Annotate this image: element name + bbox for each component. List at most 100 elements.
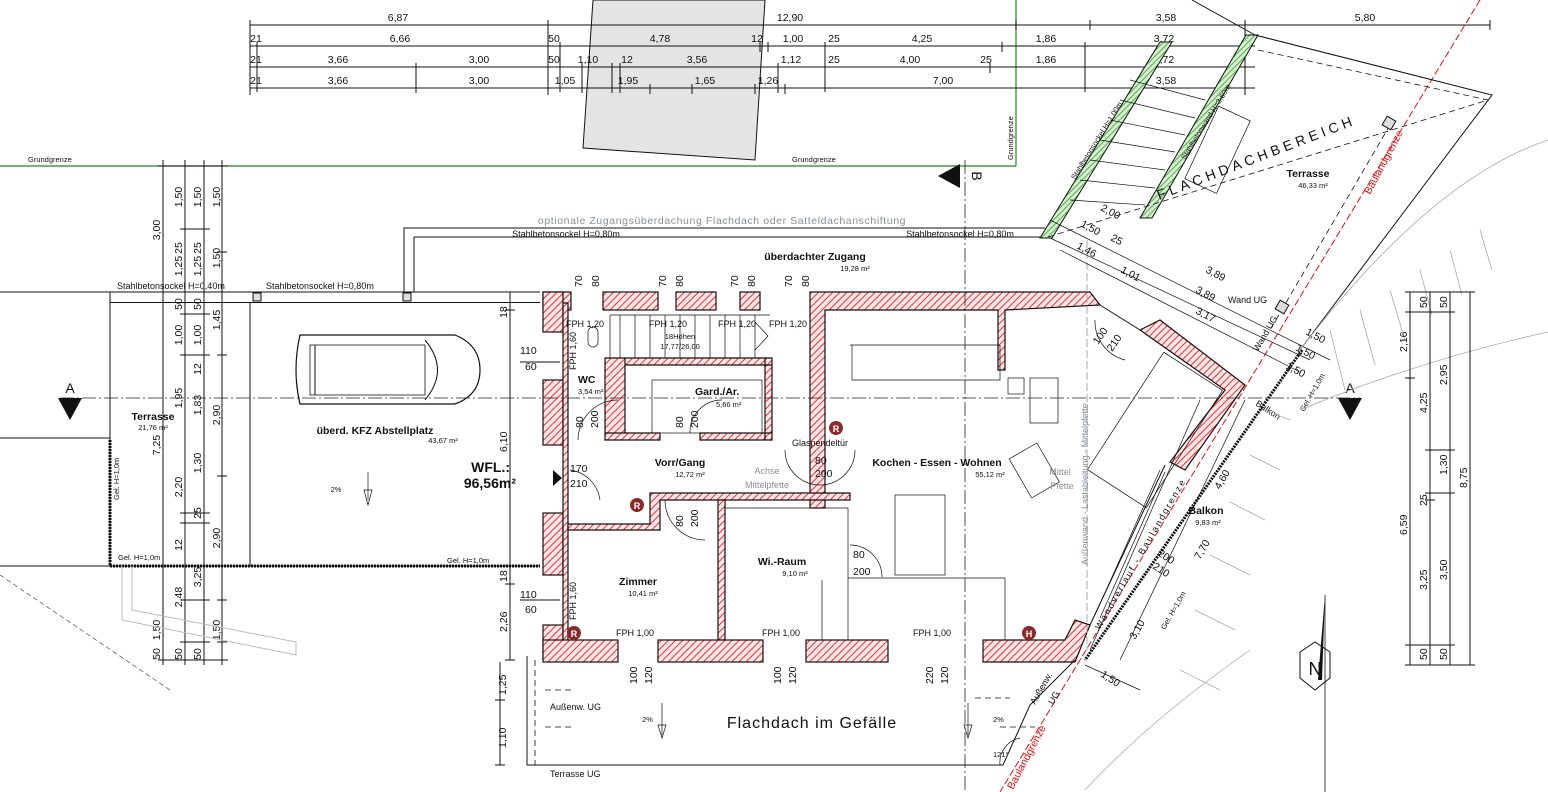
radiator-label: R: [571, 629, 578, 639]
room-area: 10,41 m²: [628, 589, 658, 598]
dim-label: 2,20: [173, 477, 185, 498]
dim-label: 6,66: [390, 33, 411, 45]
dim-label: 50: [192, 298, 204, 310]
note-label: Stahlbetonwand H=2,60m: [1179, 83, 1232, 161]
note-label: Stahlbetonsockel H=0,80m: [512, 229, 620, 239]
dimension-chain-left: 3,00 7,25 1,50 50 1,50 1,25 25 50 1,00 1…: [151, 160, 228, 665]
dim-label: 1,50: [1098, 668, 1122, 689]
door-dimensions: 80 200 80 200 80 200 170 210 80 200 80 2…: [570, 410, 871, 578]
dim-label: 2,16: [1398, 331, 1410, 352]
room-area: 5,66 m²: [716, 400, 742, 409]
dim-label: 25: [828, 54, 840, 66]
grundgrenze-label: Grundgrenze: [1006, 116, 1015, 160]
dim-label: 200: [689, 509, 701, 527]
dim-label: 2,00: [1099, 202, 1123, 222]
dim-label: 4,25: [1418, 392, 1430, 413]
dim-label: 110: [520, 589, 537, 601]
dim-label: 3,66: [328, 54, 349, 66]
dim-label: 3,00: [469, 54, 490, 66]
dim-label: 1,26: [758, 75, 779, 87]
dim-label: 25: [980, 54, 992, 66]
north-arrow-icon: N: [1299, 595, 1331, 792]
room-name: Terrasse: [131, 411, 174, 423]
dim-label: 120: [643, 666, 655, 684]
dim-label: 50: [173, 648, 185, 660]
note-label: Stahlbetonsockel H=1,00m: [1069, 100, 1124, 181]
dim-label: 12: [621, 54, 633, 66]
dimension-chain-top: 6,87 12,90 3,58 5,80 21 6,66 50 4,78 12 …: [249, 12, 1491, 95]
dim-label: 6,10: [498, 431, 510, 452]
dim-label: 3,66: [328, 75, 349, 87]
dim-label: 70: [783, 275, 795, 287]
dimension-chain-building: 18 110 60 6,10 18 110 60 2,26 1,25 1,10: [495, 291, 560, 766]
dim-label: 1,30: [1438, 454, 1450, 475]
dim-label: 4,60: [1212, 468, 1233, 492]
dim-label: 50: [192, 648, 204, 660]
note-label: Gel. H=1,0m: [112, 458, 121, 500]
dim-label: 2,48: [173, 587, 185, 608]
room-name: Kochen - Essen - Wohnen: [872, 457, 1001, 469]
room-name: Balkon: [1188, 505, 1223, 517]
wfl-label: WFL.:: [471, 459, 510, 475]
stairs-ratio: 17,77/26,00: [660, 342, 700, 351]
building-land-boundary: Baulandgrenze Baulandgrenze: [999, 0, 1481, 792]
angle-label: 121°: [993, 750, 1009, 759]
dim-label: 25: [1109, 232, 1125, 248]
dim-label: 3,10: [1127, 618, 1148, 642]
entrance-arrow-icon: [553, 470, 562, 486]
dim-label: 18: [498, 306, 510, 318]
dim-label: 1,86: [1036, 54, 1057, 66]
grundgrenze-label: Grundgrenze: [792, 155, 836, 164]
note-label: Stahlbetonsockel H=0,40m: [117, 281, 225, 291]
slope-arrow-icon: [363, 472, 373, 507]
dim-label: 5,80: [1355, 12, 1376, 24]
note-label: Wand UG: [1251, 314, 1279, 353]
slope-label: 2%: [993, 715, 1004, 724]
stairs-label: 18Höhen: [665, 332, 695, 341]
dim-label: 110: [520, 345, 537, 357]
note-label: Mittel: [1049, 467, 1071, 477]
dim-label: 1,95: [618, 75, 639, 87]
dim-label: 2,90: [211, 528, 223, 549]
room-area: 3,54 m²: [578, 387, 604, 396]
fph-label: FPH 1,20: [566, 319, 604, 329]
note-label: Wand UG: [1228, 295, 1267, 305]
dim-label: 18: [498, 570, 510, 582]
dim-label: 80: [674, 275, 686, 287]
dim-label: 12: [751, 33, 763, 45]
dim-label: 25: [192, 507, 204, 519]
dim-label: 50: [1418, 296, 1430, 308]
concrete-wall: [1139, 34, 1259, 219]
baulandgrenze-label: Baulandgrenze: [1362, 128, 1406, 196]
fph-label: FPH 1,20: [718, 319, 756, 329]
dim-label: 1,30: [192, 453, 204, 474]
dim-label: 3,25: [192, 567, 204, 588]
dim-label: 1,50: [211, 248, 223, 269]
dim-label: 80: [853, 549, 865, 561]
terrain-slope: [1179, 139, 1548, 691]
dim-label: 12: [173, 539, 185, 551]
dim-label: 200: [815, 468, 833, 480]
slope-label: 2%: [642, 715, 653, 724]
dim-label: 3,25: [1418, 569, 1430, 590]
note-label: Achse: [754, 466, 779, 476]
note-label: Außenw. UG: [550, 702, 601, 712]
radiator-markers: R R R H: [567, 421, 1036, 640]
dim-label: 1,05: [555, 75, 576, 87]
dim-label: 100: [628, 666, 640, 684]
dim-label: 210: [570, 478, 588, 490]
room-name: überdachter Zugang: [764, 251, 866, 263]
room-name: Wi.-Raum: [758, 556, 806, 568]
dim-label: 21: [250, 33, 262, 45]
note-label: Stahlbetonsockel H=0,80m: [266, 281, 374, 291]
north-label: N: [1309, 659, 1322, 679]
dim-label: 25: [192, 242, 204, 254]
dim-label: 1,00: [173, 325, 185, 346]
dim-label: 2,90: [211, 405, 223, 426]
dim-label: 1,50: [173, 187, 185, 208]
section-label: A: [1345, 380, 1355, 396]
note-label: Gel. H=1,0m: [1159, 590, 1188, 631]
room-name: überd. KFZ Abstellplatz: [317, 425, 434, 437]
room-area: 12,72 m²: [675, 470, 705, 479]
room-name: Terrasse: [1286, 168, 1329, 180]
